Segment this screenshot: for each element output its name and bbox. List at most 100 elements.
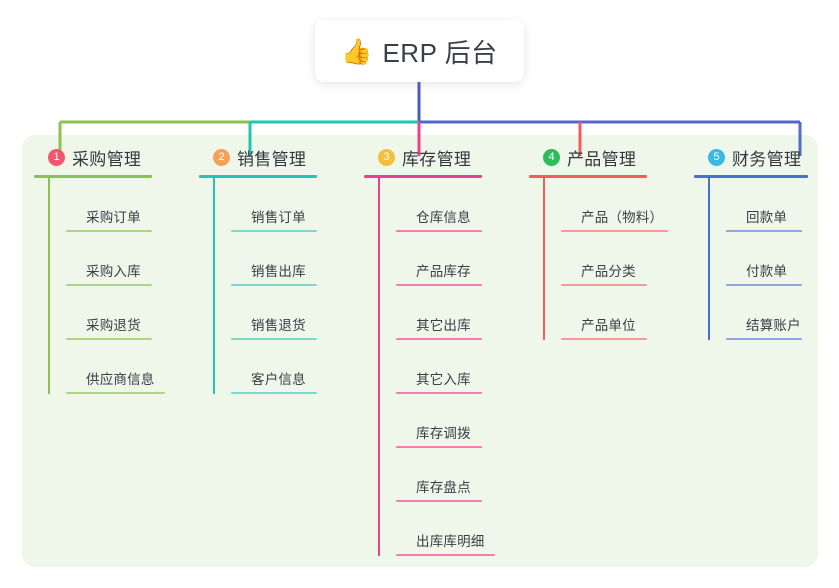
thumbs-up-icon: 👍 — [341, 37, 373, 66]
branches-panel — [22, 135, 818, 567]
branch-item[interactable]: 供应商信息 — [48, 340, 184, 394]
branch-item-label: 产品库存 — [416, 264, 471, 279]
branch-item-underline — [726, 230, 802, 232]
branch-item-underline — [726, 338, 802, 340]
branch-item-label: 产品单位 — [581, 318, 636, 333]
branch-item-label: 仓库信息 — [416, 210, 471, 225]
branch-item-label: 采购入库 — [86, 264, 141, 279]
branch-item[interactable]: 采购订单 — [48, 178, 184, 232]
branch-underline — [34, 175, 152, 178]
branch-item-underline — [231, 284, 317, 286]
branch-item[interactable]: 库存盘点 — [378, 448, 514, 502]
branch-item-list: 产品（物料） 产品分类产品单位 — [529, 178, 679, 340]
branch-item-label: 回款单 — [746, 210, 788, 225]
branch-title: 产品管理 — [567, 149, 637, 169]
branch-item-underline — [396, 446, 482, 448]
branch-item[interactable]: 产品（物料） — [543, 178, 679, 232]
branch-item[interactable]: 回款单 — [708, 178, 834, 232]
branch-item[interactable]: 采购退货 — [48, 286, 184, 340]
branch-column: 3 库存管理仓库信息产品库存其它出库其它入库库存调拨库存盘点出库库明细 — [364, 144, 514, 556]
branch-item-label: 付款单 — [746, 264, 788, 279]
branch-title: 采购管理 — [72, 149, 142, 169]
branch-item[interactable]: 其它入库 — [378, 340, 514, 394]
branch-item-label: 结算账户 — [746, 318, 801, 333]
branch-item-underline — [561, 284, 647, 286]
branch-item[interactable]: 仓库信息 — [378, 178, 514, 232]
branch-number-badge: 1 — [48, 148, 65, 166]
branch-item-underline — [396, 500, 482, 502]
branch-column: 2 销售管理销售订单销售出库销售退货客户信息 — [199, 144, 349, 394]
branch-title: 库存管理 — [402, 149, 472, 169]
branch-item[interactable]: 结算账户 — [708, 286, 834, 340]
branch-item-label: 库存调拨 — [416, 426, 471, 441]
branch-item[interactable]: 产品分类 — [543, 232, 679, 286]
branch-item-underline — [396, 230, 482, 232]
branch-number-badge: 3 — [378, 148, 395, 166]
root-node[interactable]: 👍 ERP 后台 — [315, 20, 524, 82]
branch-item-label: 销售退货 — [251, 318, 306, 333]
branch-item[interactable]: 其它出库 — [378, 286, 514, 340]
branch-column: 5 财务管理回款单付款单结算账户 — [694, 144, 834, 340]
branch-item-list: 销售订单销售出库销售退货客户信息 — [199, 178, 349, 394]
branch-item[interactable]: 产品库存 — [378, 232, 514, 286]
branch-spine — [543, 178, 545, 340]
branch-item-label: 销售出库 — [251, 264, 306, 279]
branch-item[interactable]: 产品单位 — [543, 286, 679, 340]
branch-item-underline — [231, 230, 317, 232]
branch-item[interactable]: 采购入库 — [48, 232, 184, 286]
branch-item-label: 其它入库 — [416, 372, 471, 387]
branch-item-list: 采购订单采购入库采购退货供应商信息 — [34, 178, 184, 394]
branch-header[interactable]: 2 销售管理 — [199, 144, 349, 170]
branch-item-underline — [396, 338, 482, 340]
branch-item[interactable]: 销售退货 — [213, 286, 349, 340]
branch-header[interactable]: 1 采购管理 — [34, 144, 184, 170]
branch-item-list: 仓库信息产品库存其它出库其它入库库存调拨库存盘点出库库明细 — [364, 178, 514, 556]
branch-spine — [708, 178, 710, 340]
branch-item-label: 采购订单 — [86, 210, 141, 225]
branch-item[interactable]: 库存调拨 — [378, 394, 514, 448]
branch-item[interactable]: 付款单 — [708, 232, 834, 286]
branch-item-underline — [396, 554, 495, 556]
branch-underline — [694, 175, 808, 178]
branch-item-label: 产品分类 — [581, 264, 636, 279]
branch-header[interactable]: 3 库存管理 — [364, 144, 514, 170]
branch-item-label: 产品（物料） — [581, 210, 664, 225]
branch-item-label: 出库库明细 — [416, 534, 485, 549]
branch-item-label: 客户信息 — [251, 372, 306, 387]
root-node-label: ERP 后台 — [382, 37, 498, 68]
branch-item-underline — [561, 338, 647, 340]
branch-underline — [529, 175, 647, 178]
branch-number-badge: 2 — [213, 148, 230, 166]
branch-item-underline — [561, 230, 668, 232]
branch-item-label: 供应商信息 — [86, 372, 155, 387]
branch-item-list: 回款单付款单结算账户 — [694, 178, 834, 340]
branch-item-underline — [231, 392, 317, 394]
branch-item[interactable]: 销售订单 — [213, 178, 349, 232]
branch-item-underline — [231, 338, 317, 340]
branch-item-underline — [396, 392, 482, 394]
branch-item-underline — [66, 392, 165, 394]
branch-underline — [364, 175, 482, 178]
branch-item-underline — [396, 284, 482, 286]
branch-spine — [213, 178, 215, 394]
branch-item[interactable]: 销售出库 — [213, 232, 349, 286]
branch-item[interactable]: 出库库明细 — [378, 502, 514, 556]
branch-item-underline — [66, 230, 152, 232]
branch-header[interactable]: 5 财务管理 — [694, 144, 834, 170]
branch-number-badge: 5 — [708, 148, 725, 166]
branch-item-label: 销售订单 — [251, 210, 306, 225]
branch-spine — [48, 178, 50, 394]
branch-item-label: 采购退货 — [86, 318, 141, 333]
branch-title: 销售管理 — [237, 149, 307, 169]
branch-item-underline — [726, 284, 802, 286]
branch-spine — [378, 178, 380, 556]
branch-underline — [199, 175, 317, 178]
branch-title: 财务管理 — [732, 149, 802, 169]
branch-item[interactable]: 客户信息 — [213, 340, 349, 394]
branch-item-underline — [66, 338, 152, 340]
branch-item-underline — [66, 284, 152, 286]
